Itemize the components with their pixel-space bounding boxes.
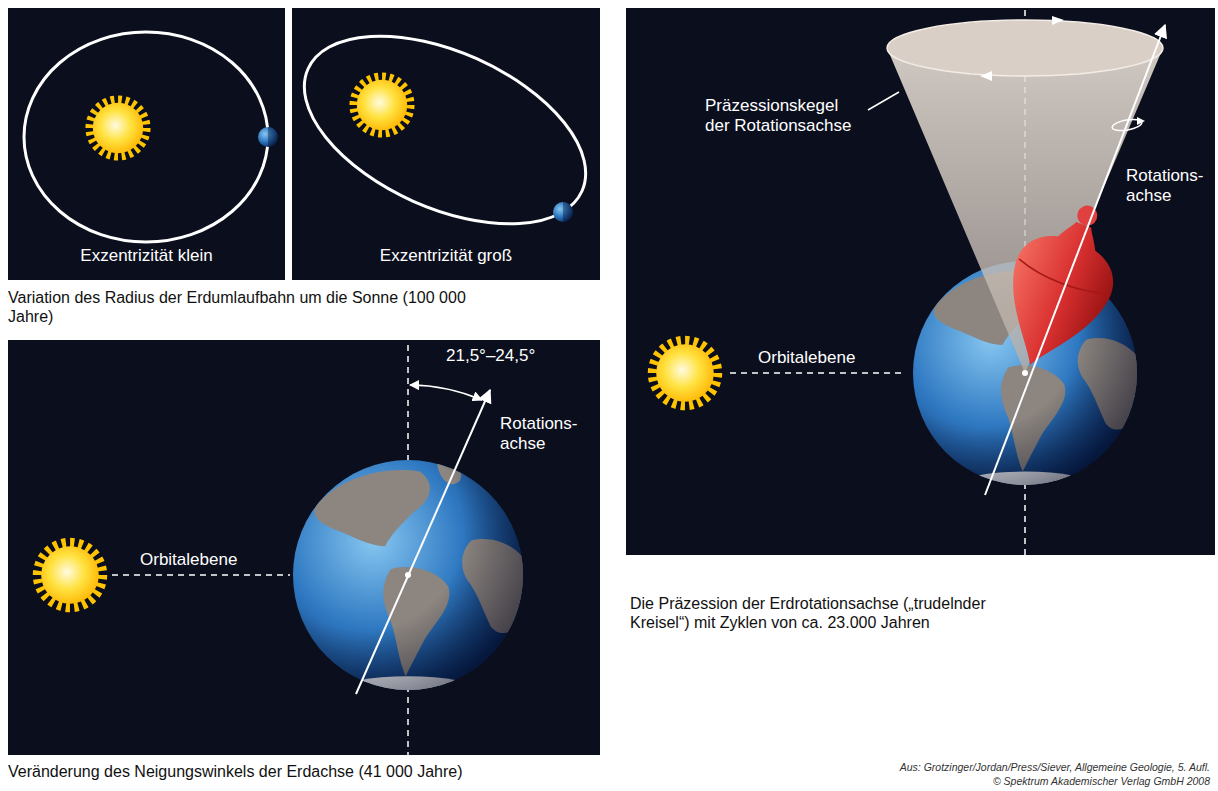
source-credit: Aus: Grotzinger/Jordan/Press/Siever, All… (780, 761, 1210, 774)
source-credit: © Spektrum Akademischer Verlag GmbH 2008 (780, 775, 1210, 788)
axis-label: Rotations- achse (1126, 166, 1212, 207)
panel-label: Exzentrizität klein (8, 246, 285, 266)
precession-panel: Präzessionskegel der RotationsachseRotat… (626, 8, 1215, 555)
orbit-panel: Exzentrizität klein (8, 8, 285, 280)
plane-label: Orbitalebene (758, 348, 898, 368)
tilt-panel: 21,5°–24,5° Rotations- achseOrbitalebene (8, 340, 600, 755)
panel-label: Exzentrizität groß (292, 246, 600, 266)
orbit-panel: Exzentrizität groß (292, 8, 600, 280)
figure-caption: Veränderung des Neigungswinkels der Erda… (8, 762, 608, 781)
axis-label: Rotations- achse (500, 414, 592, 455)
figure-caption: Die Präzession der Erdrotationsachse („t… (630, 594, 1020, 632)
figure-caption: Variation des Radius der Erdumlaufbahn u… (8, 288, 483, 326)
angle-label: 21,5°–24,5° (446, 346, 576, 366)
plane-label: Orbitalebene (140, 550, 280, 570)
cone-label: Präzessionskegel der Rotationsachse (705, 96, 865, 137)
